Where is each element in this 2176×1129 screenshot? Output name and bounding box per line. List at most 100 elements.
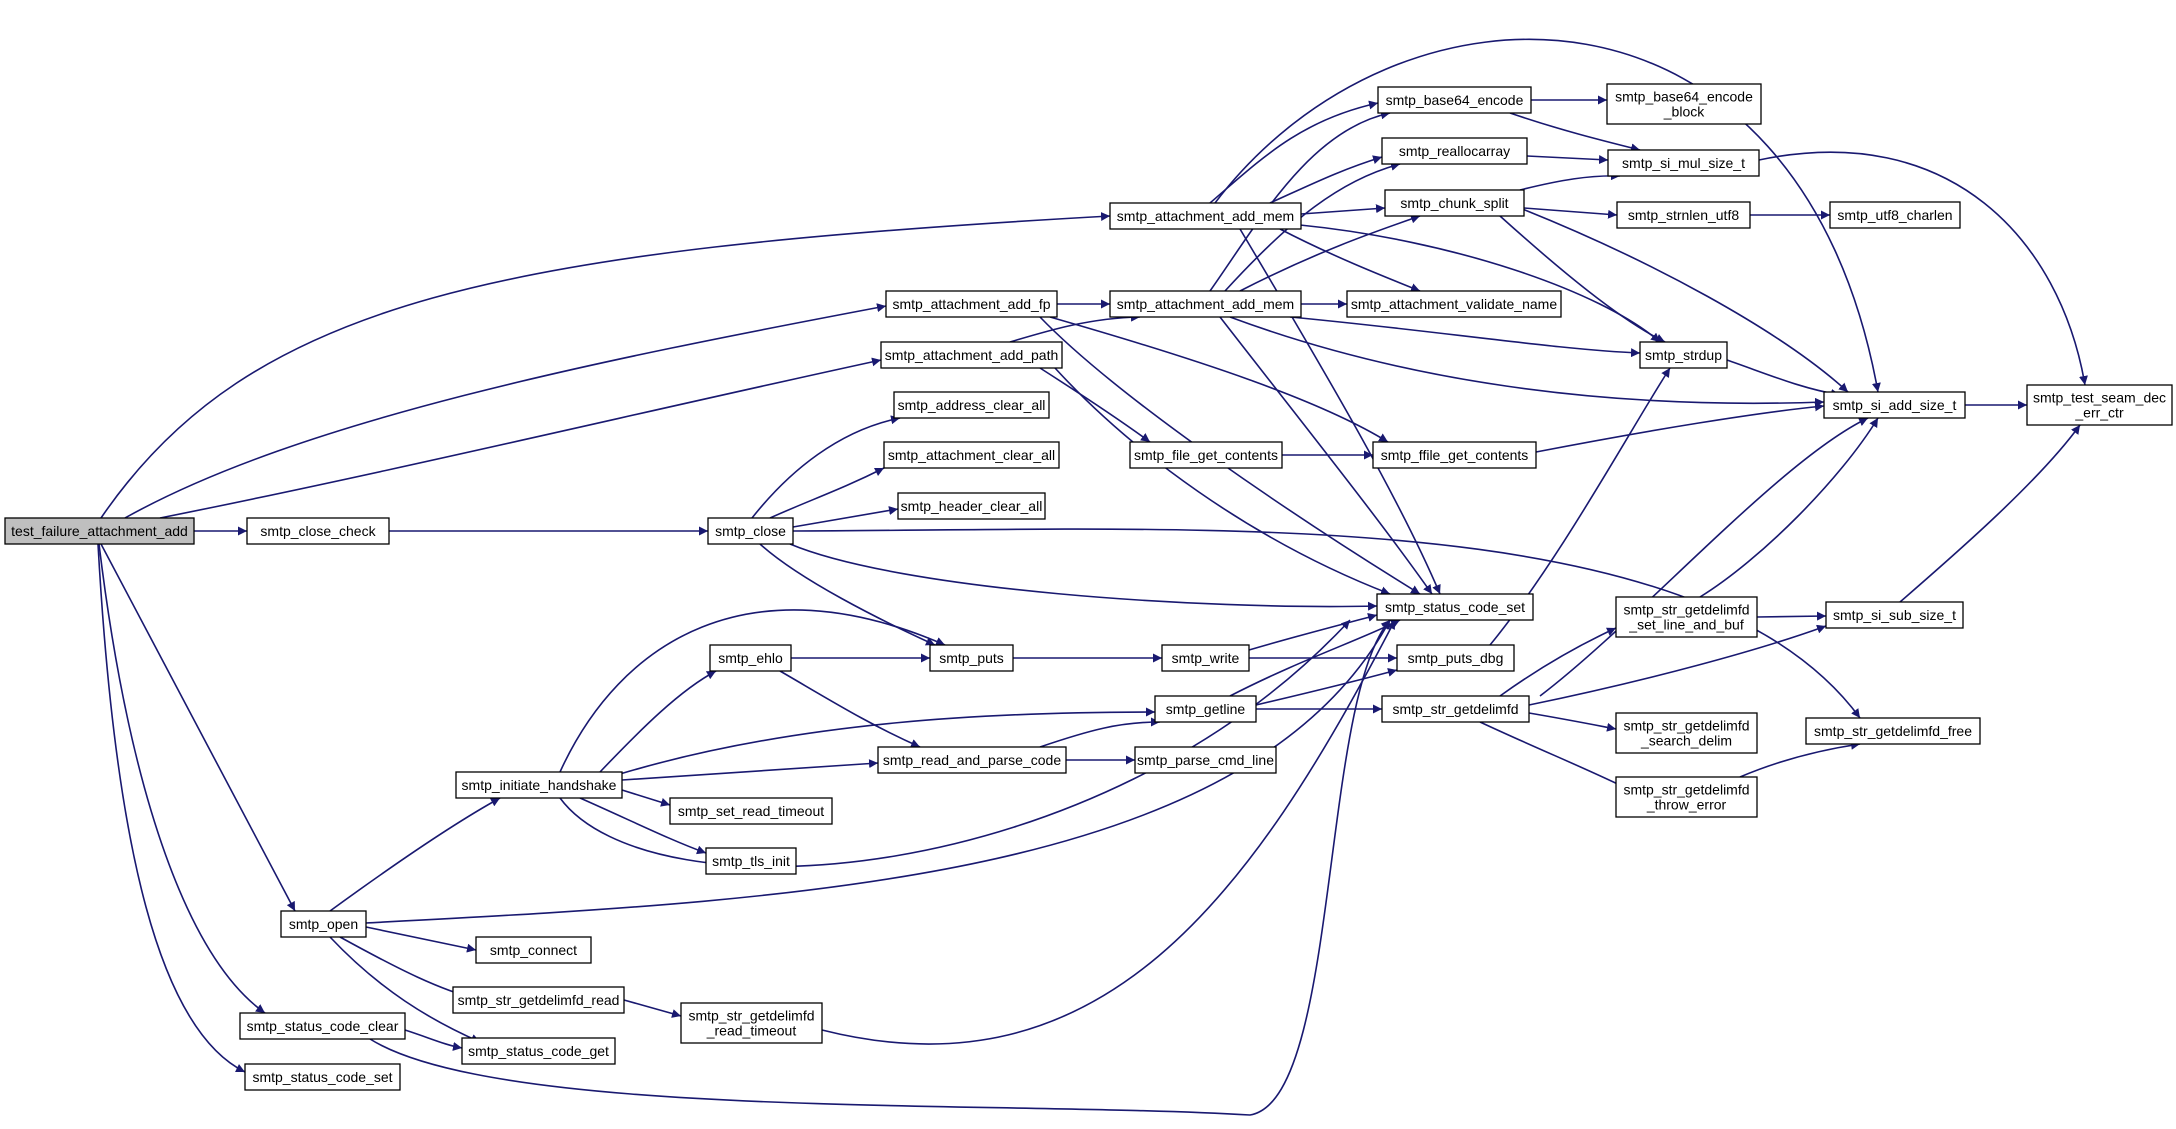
node-smtp_str_getdelimfd_search_delim[interactable]: smtp_str_getdelimfd_search_delim <box>1615 712 1758 754</box>
edge-smtp_str_getdelimfd-to-smtp_str_getdelimfd_search_delim <box>1528 712 1617 732</box>
edge-test_failure_attachment_add-to-smtp_attachment_add_mem_a <box>100 212 1111 519</box>
node-box <box>2026 384 2173 426</box>
node-smtp_status_code_clear[interactable]: smtp_status_code_clear <box>239 1012 406 1040</box>
node-smtp_reallocarray[interactable]: smtp_reallocarray <box>1381 137 1528 165</box>
edge-smtp_attachment_add_path-to-smtp_file_get_contents <box>1039 367 1151 443</box>
node-label: smtp_set_read_timeout <box>678 803 824 819</box>
node-smtp_status_code_get[interactable]: smtp_status_code_get <box>461 1037 616 1065</box>
node-smtp_str_getdelimfd_set_line_and_buf[interactable]: smtp_str_getdelimfd_set_line_and_buf <box>1615 596 1758 638</box>
node-label: _throw_error <box>1646 797 1727 813</box>
node-smtp_getline[interactable]: smtp_getline <box>1154 695 1257 723</box>
edge-smtp_initiate_handshake-to-smtp_read_and_parse_code <box>621 759 879 781</box>
node-label: smtp_status_code_clear <box>247 1018 399 1034</box>
edge-smtp_attachment_add_mem_b-to-smtp_chunk_split <box>1239 214 1421 292</box>
node-label: smtp_close_check <box>260 523 376 539</box>
node-smtp_parse_cmd_line[interactable]: smtp_parse_cmd_line <box>1134 746 1277 774</box>
node-label: smtp_si_add_size_t <box>1833 397 1957 413</box>
edge-smtp_status_code_clear-to-smtp_status_code_get <box>404 1029 463 1051</box>
call-edges <box>97 38 2088 1116</box>
node-smtp_status_code_set_leaf[interactable]: smtp_status_code_set <box>244 1063 401 1091</box>
edge-smtp_attachment_add_path-to-smtp_attachment_add_mem_b <box>1009 312 1141 343</box>
node-smtp_chunk_split[interactable]: smtp_chunk_split <box>1384 189 1525 217</box>
node-smtp_str_getdelimfd_read[interactable]: smtp_str_getdelimfd_read <box>452 986 625 1014</box>
node-smtp_base64_encode[interactable]: smtp_base64_encode <box>1377 86 1532 114</box>
node-box <box>1129 441 1283 469</box>
node-box <box>1384 189 1525 217</box>
node-smtp_puts[interactable]: smtp_puts <box>929 644 1014 672</box>
node-smtp_str_getdelimfd_free[interactable]: smtp_str_getdelimfd_free <box>1805 717 1981 745</box>
node-smtp_header_clear_all[interactable]: smtp_header_clear_all <box>897 492 1046 520</box>
node-smtp_status_code_set_main[interactable]: smtp_status_code_set <box>1376 593 1534 621</box>
node-box <box>246 517 390 545</box>
node-smtp_base64_encode_block[interactable]: smtp_base64_encode_block <box>1606 83 1762 125</box>
edge-smtp_strdup-to-smtp_si_add_size_t <box>1726 359 1841 398</box>
node-smtp_str_getdelimfd_read_timeout[interactable]: smtp_str_getdelimfd_read_timeout <box>680 1002 823 1044</box>
node-label: smtp_close <box>715 523 786 539</box>
node-smtp_ffile_get_contents[interactable]: smtp_ffile_get_contents <box>1372 441 1537 469</box>
edge-smtp_initiate_handshake-to-smtp_ehlo <box>599 670 717 773</box>
node-smtp_attachment_add_mem_a[interactable]: smtp_attachment_add_mem <box>1109 202 1302 230</box>
edge-smtp_attachment_add_mem_a-to-smtp_base64_encode <box>1209 100 1379 204</box>
node-box <box>1607 149 1760 177</box>
node-smtp_file_get_contents[interactable]: smtp_file_get_contents <box>1129 441 1283 469</box>
node-label: smtp_base64_encode <box>1386 92 1524 108</box>
node-smtp_si_sub_size_t[interactable]: smtp_si_sub_size_t <box>1825 601 1964 629</box>
node-smtp_test_seam_dec_err_ctr[interactable]: smtp_test_seam_dec_err_ctr <box>2026 384 2173 426</box>
node-smtp_attachment_validate_name[interactable]: smtp_attachment_validate_name <box>1346 290 1562 318</box>
node-smtp_address_clear_all[interactable]: smtp_address_clear_all <box>893 391 1050 419</box>
edge-test_failure_attachment_add-to-smtp_status_code_clear <box>98 543 266 1014</box>
node-smtp_close[interactable]: smtp_close <box>707 517 794 545</box>
node-box <box>880 341 1063 369</box>
edge-test_failure_attachment_add-to-smtp_open <box>100 543 296 912</box>
node-label: smtp_str_getdelimfd <box>1623 782 1749 798</box>
node-box <box>455 771 623 799</box>
node-smtp_write[interactable]: smtp_write <box>1161 644 1250 672</box>
node-smtp_attachment_add_mem_b[interactable]: smtp_attachment_add_mem <box>1109 290 1302 318</box>
function-nodes: test_failure_attachment_add smtp_attachme… <box>4 83 2173 1091</box>
node-smtp_si_add_size_t[interactable]: smtp_si_add_size_t <box>1823 391 1966 419</box>
node-smtp_open[interactable]: smtp_open <box>280 910 367 938</box>
node-test_failure_attachment_add[interactable]: test_failure_attachment_add <box>4 517 195 545</box>
node-box <box>1825 601 1964 629</box>
node-label: smtp_attachment_add_mem <box>1117 296 1294 312</box>
node-label: smtp_initiate_handshake <box>462 777 617 793</box>
node-smtp_connect[interactable]: smtp_connect <box>475 936 592 964</box>
node-label: smtp_si_mul_size_t <box>1622 155 1745 171</box>
node-label: smtp_header_clear_all <box>901 498 1043 514</box>
node-smtp_utf8_charlen[interactable]: smtp_utf8_charlen <box>1829 201 1961 229</box>
node-box <box>1639 341 1728 369</box>
node-box <box>669 797 833 825</box>
node-smtp_strdup[interactable]: smtp_strdup <box>1639 341 1728 369</box>
node-box <box>1381 137 1528 165</box>
node-smtp_attachment_add_fp[interactable]: smtp_attachment_add_fp <box>885 290 1058 318</box>
node-box <box>1606 83 1762 125</box>
node-smtp_puts_dbg[interactable]: smtp_puts_dbg <box>1396 644 1515 672</box>
node-smtp_set_read_timeout[interactable]: smtp_set_read_timeout <box>669 797 833 825</box>
node-smtp_close_check[interactable]: smtp_close_check <box>246 517 390 545</box>
node-smtp_initiate_handshake[interactable]: smtp_initiate_handshake <box>455 771 623 799</box>
node-smtp_tls_init[interactable]: smtp_tls_init <box>705 847 797 875</box>
node-smtp_str_getdelimfd[interactable]: smtp_str_getdelimfd <box>1381 695 1530 723</box>
edge-smtp_chunk_split-to-smtp_strnlen_utf8 <box>1523 207 1618 219</box>
edge-smtp_initiate_handshake-to-smtp_puts <box>559 609 946 773</box>
edge-smtp_attachment_add_mem_a-to-smtp_strdup <box>1299 224 1661 343</box>
edge-smtp_initiate_handshake-to-smtp_getline <box>619 707 1156 775</box>
node-smtp_attachment_add_path[interactable]: smtp_attachment_add_path <box>880 341 1063 369</box>
node-box <box>452 986 625 1014</box>
node-smtp_str_getdelimfd_throw_error[interactable]: smtp_str_getdelimfd_throw_error <box>1615 776 1758 818</box>
node-smtp_strnlen_utf8[interactable]: smtp_strnlen_utf8 <box>1616 201 1751 229</box>
node-label: smtp_str_getdelimfd <box>1623 602 1749 618</box>
node-smtp_read_and_parse_code[interactable]: smtp_read_and_parse_code <box>877 746 1067 774</box>
edge-smtp_open-to-smtp_status_code_get <box>329 936 481 1043</box>
node-label: smtp_attachment_validate_name <box>1351 296 1557 312</box>
node-label: smtp_ffile_get_contents <box>1381 447 1529 463</box>
node-box <box>1377 86 1532 114</box>
node-label: _read_timeout <box>706 1023 797 1039</box>
node-smtp_si_mul_size_t[interactable]: smtp_si_mul_size_t <box>1607 149 1760 177</box>
edge-test_failure_attachment_add-to-smtp_status_code_set_leaf <box>97 543 246 1073</box>
node-label: smtp_test_seam_dec <box>2033 390 2166 406</box>
node-smtp_ehlo[interactable]: smtp_ehlo <box>709 644 792 672</box>
node-box <box>705 847 797 875</box>
node-smtp_attachment_clear_all[interactable]: smtp_attachment_clear_all <box>883 441 1060 469</box>
edge-smtp_write-to-smtp_status_code_set_main <box>1248 613 1378 651</box>
